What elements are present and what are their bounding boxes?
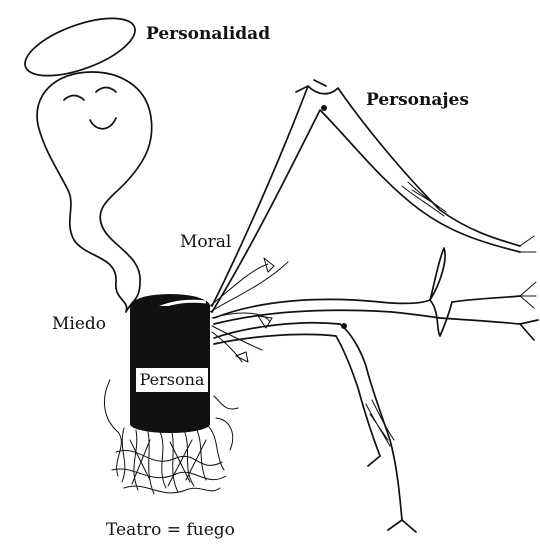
label-miedo: Miedo: [52, 316, 106, 333]
character-lower-feet: [368, 456, 416, 532]
character-right-leg: [440, 318, 538, 340]
spirit-figure: [37, 72, 152, 312]
can-body: [130, 306, 210, 424]
threads: [210, 258, 288, 362]
halo: [18, 6, 142, 87]
label-personalidad: Personalidad: [146, 26, 270, 43]
character-middle: [214, 248, 520, 336]
label-personajes: Personajes: [366, 92, 469, 109]
spirit-left-eye: [64, 96, 84, 101]
spirit-right-eye: [96, 88, 116, 93]
character-lower: [214, 323, 402, 520]
character-upper: [212, 80, 520, 312]
character-upper-eye: [321, 105, 327, 111]
label-teatro: Teatro = fuego: [106, 522, 235, 539]
can-bottom: [130, 415, 210, 433]
character-middle-hand: [520, 236, 536, 308]
character-upper-arm: [402, 182, 446, 216]
label-persona: Persona: [136, 368, 208, 392]
label-moral: Moral: [180, 234, 231, 251]
spirit-smile: [90, 118, 116, 129]
character-lower-eye: [341, 323, 347, 329]
